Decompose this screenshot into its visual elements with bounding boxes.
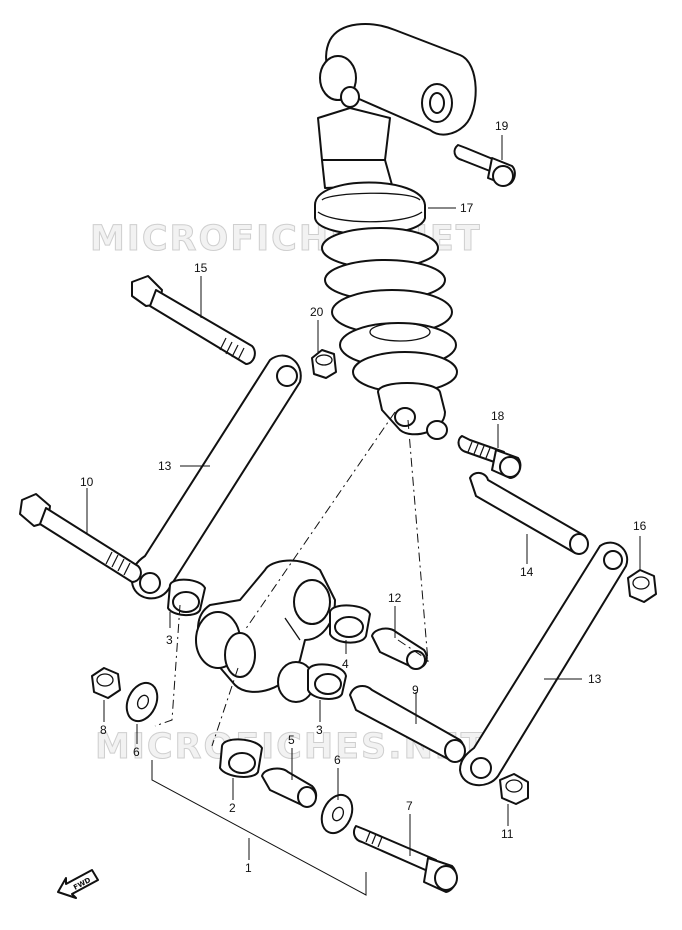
bushing-2 [219, 738, 263, 778]
callout-11: 11 [501, 827, 514, 841]
nut-11 [499, 773, 529, 805]
callout-13-left: 13 [158, 459, 172, 473]
bushing-4 [329, 604, 371, 644]
callout-12: 12 [388, 591, 402, 605]
callout-9: 9 [412, 683, 419, 697]
bolt-19 [453, 144, 516, 187]
callout-4: 4 [342, 657, 349, 671]
callout-7: 7 [406, 799, 413, 813]
callout-14: 14 [520, 565, 534, 579]
spacer-9 [349, 685, 466, 763]
spacer-5 [261, 767, 318, 808]
spacer-14 [469, 472, 589, 555]
nut-16 [627, 569, 657, 603]
callout-16: 16 [633, 519, 647, 533]
callout-2: 2 [229, 801, 236, 815]
rear-shock-absorber [314, 23, 477, 440]
bolt-15 [131, 275, 256, 365]
spacer-12 [371, 627, 428, 670]
bolt-10 [19, 493, 142, 583]
callout-20: 20 [310, 305, 324, 319]
bolt-18 [457, 435, 522, 479]
callout-numbers: 19 17 15 20 18 13 10 16 14 12 3 4 13 9 3… [80, 119, 647, 875]
nut-20 [311, 349, 337, 379]
forward-arrow-icon: FWD [57, 869, 99, 899]
bushing-3-right [307, 663, 347, 700]
callout-13-right: 13 [588, 672, 602, 686]
callout-3-right: 3 [316, 723, 323, 737]
callout-18: 18 [491, 409, 505, 423]
callout-5: 5 [288, 733, 295, 747]
callout-15: 15 [194, 261, 208, 275]
link-rod-13-right [459, 541, 629, 786]
assembly-lines [154, 411, 429, 747]
callout-8: 8 [100, 723, 107, 737]
callout-6-right: 6 [334, 753, 341, 767]
callout-10: 10 [80, 475, 94, 489]
leader-lines [86, 135, 641, 896]
callout-19: 19 [495, 119, 509, 133]
bolt-7 [353, 825, 458, 893]
nut-8 [91, 667, 121, 699]
bushing-3-left [167, 578, 206, 616]
washer-6-left [125, 681, 159, 723]
callout-17: 17 [460, 201, 474, 215]
callout-6-left: 6 [133, 745, 140, 759]
callout-1: 1 [245, 861, 252, 875]
cushion-lever [195, 559, 336, 703]
callout-3-left: 3 [166, 633, 173, 647]
washer-6-right [320, 793, 354, 835]
